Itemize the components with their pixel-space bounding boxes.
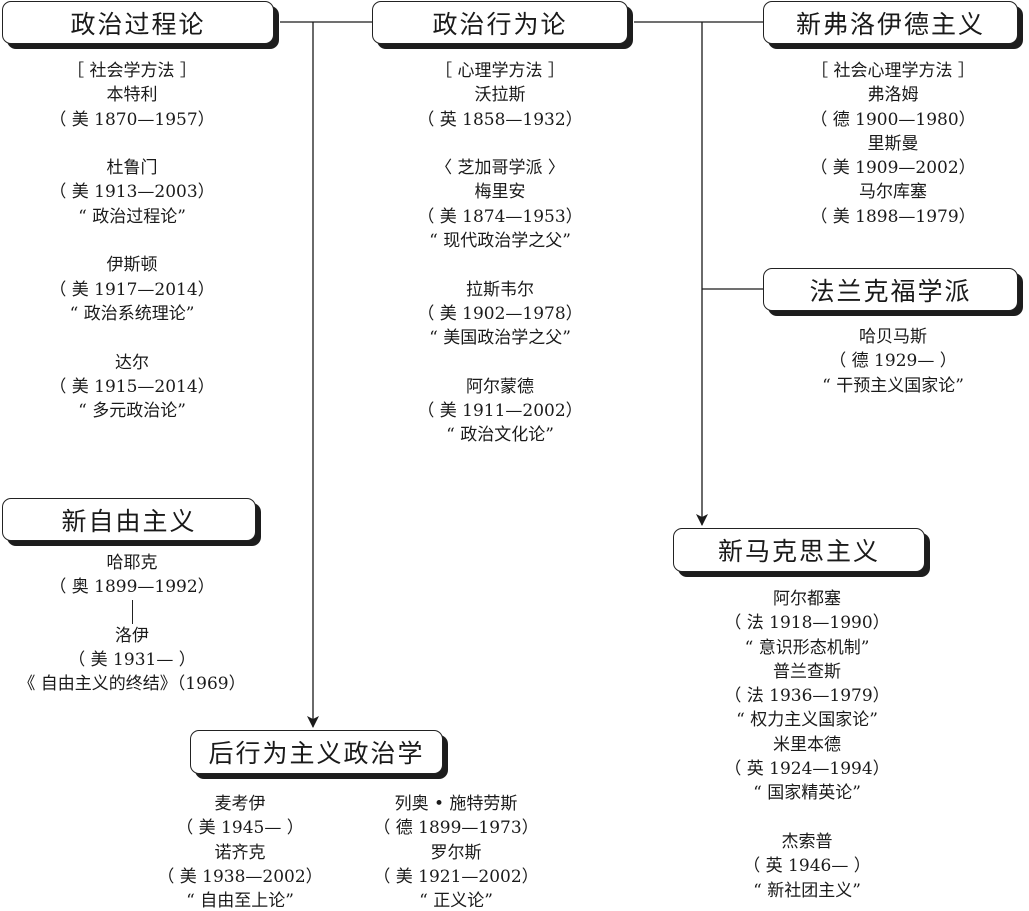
person-name: 阿尔蒙德	[466, 376, 534, 397]
person-dates: （ 美 1915—2014）	[49, 376, 215, 397]
person-dates: （ 英 1924—1994）	[724, 759, 890, 780]
person-work: “ 多元政治论”	[78, 401, 186, 422]
person-name: 沃拉斯	[474, 85, 526, 106]
person-dates: （ 法 1936—1979）	[724, 686, 890, 707]
person-work: “ 权力主义国家论”	[736, 710, 878, 731]
person-dates: （ 美 1909—2002）	[810, 158, 976, 179]
person-dates: （ 美 1874—1953）	[417, 206, 583, 227]
person-dates: （ 美 1938—2002）	[157, 866, 323, 887]
person-name: 里斯曼	[867, 133, 919, 154]
person-name: 列奥 • 施特劳斯	[394, 794, 518, 814]
person-name: 阿尔都塞	[773, 589, 841, 609]
person-dates: （ 奥 1899—1992）	[49, 577, 215, 598]
person-name: 达尔	[115, 352, 149, 373]
process-text-block: ［ 社会学方法 ］ 本特利 （ 美 1870—1957） 杜鲁门 （ 美 191…	[22, 59, 242, 423]
person-name: 普兰查斯	[773, 661, 841, 682]
person-name: 杜鲁门	[106, 158, 158, 179]
person-dates: （ 英 1858—1932）	[417, 109, 583, 130]
method-label: ［ 社会学方法 ］	[67, 61, 197, 81]
behavior-text-block: ［ 心理学方法 ］ 沃拉斯 （ 英 1858—1932） 〈 芝加哥学派 〉 梅…	[390, 59, 610, 448]
node-neo-liberalism: 新自由主义	[2, 498, 256, 541]
person-dates: （ 美 1921—2002）	[373, 866, 539, 887]
person-dates: （ 美 1913—2003）	[49, 182, 215, 203]
person-dates: （ 美 1931— ）	[68, 650, 196, 671]
person-dates: （ 德 1900—1980）	[810, 109, 976, 130]
person-name: 罗尔斯	[430, 842, 482, 863]
person-name: 拉斯韦尔	[466, 279, 534, 300]
school-label: 〈 芝加哥学派 〉	[435, 158, 565, 179]
node-frankfurt-school: 法兰克福学派	[763, 268, 1018, 311]
post-behavioral-right-block: 列奥 • 施特劳斯 （ 德 1899—1973） 罗尔斯 （ 美 1921—20…	[356, 792, 556, 911]
person-work: “ 意识形态机制”	[744, 637, 870, 658]
person-dates: （ 美 1945— ）	[176, 818, 304, 839]
person-dates: （ 美 1902—1978）	[417, 303, 583, 324]
person-work: “ 美国政治学之父”	[429, 328, 571, 349]
lineage-divider	[0, 599, 264, 624]
person-dates: （ 美 1917—2014）	[49, 279, 215, 300]
node-post-behavioral: 后行为主义政治学	[190, 730, 443, 774]
node-political-process: 政治过程论	[2, 1, 274, 44]
person-work: “ 政治文化论”	[446, 425, 554, 446]
method-label: ［ 心理学方法 ］	[435, 61, 565, 81]
person-name: 本特利	[106, 85, 158, 106]
node-neo-marxism: 新马克思主义	[673, 528, 925, 572]
person-name: 杰索普	[781, 831, 833, 852]
marxism-text-block: 阿尔都塞 （ 法 1918—1990） “ 意识形态机制” 普兰查斯 （ 法 1…	[697, 587, 917, 903]
person-dates: （ 美 1870—1957）	[49, 109, 215, 130]
freudian-text-block: ［ 社会心理学方法 ］ 弗洛姆 （ 德 1900—1980） 里斯曼 （ 美 1…	[783, 59, 1003, 229]
person-name: 哈耶克	[106, 553, 158, 573]
node-political-behavior: 政治行为论	[372, 1, 628, 44]
person-name: 麦考伊	[214, 794, 266, 814]
person-work: 《 自由主义的终结》（1969）	[18, 674, 246, 695]
post-behavioral-left-block: 麦考伊 （ 美 1945— ） 诺齐克 （ 美 1938—2002） “ 自由至…	[140, 792, 340, 911]
frankfurt-text-block: 哈贝马斯 （ 德 1929— ） “ 干预主义国家论”	[783, 325, 1003, 398]
person-work: “ 政治系统理论”	[69, 303, 195, 324]
person-dates: （ 英 1946— ）	[743, 856, 871, 877]
person-work: “ 国家精英论”	[753, 783, 861, 804]
person-work: “ 新社团主义”	[753, 880, 861, 901]
person-work: “ 政治过程论”	[78, 206, 186, 227]
person-name: 梅里安	[474, 182, 526, 203]
person-dates: （ 法 1918—1990）	[724, 613, 890, 634]
person-name: 哈贝马斯	[859, 327, 927, 347]
method-label: ［ 社会心理学方法 ］	[811, 61, 975, 81]
person-work: “ 干预主义国家论”	[822, 375, 964, 396]
person-dates: （ 德 1929— ）	[829, 351, 957, 372]
liberalism-text-block: 哈耶克 （ 奥 1899—1992） 洛伊 （ 美 1931— ） 《 自由主义…	[0, 551, 264, 697]
person-dates: （ 美 1911—2002）	[417, 401, 583, 422]
person-work: “ 自由至上论”	[186, 891, 294, 911]
person-name: 诺齐克	[214, 842, 266, 863]
person-name: 马尔库塞	[859, 182, 927, 203]
person-name: 洛伊	[115, 625, 149, 646]
person-name: 米里本德	[773, 734, 841, 755]
person-name: 伊斯顿	[106, 255, 158, 276]
person-dates: （ 德 1899—1973）	[373, 818, 539, 839]
person-name: 弗洛姆	[867, 85, 919, 106]
person-dates: （ 美 1898—1979）	[810, 206, 976, 227]
person-work: “ 正义论”	[419, 891, 493, 911]
node-neo-freudian: 新弗洛伊德主义	[763, 1, 1018, 44]
person-work: “ 现代政治学之父”	[429, 231, 571, 252]
